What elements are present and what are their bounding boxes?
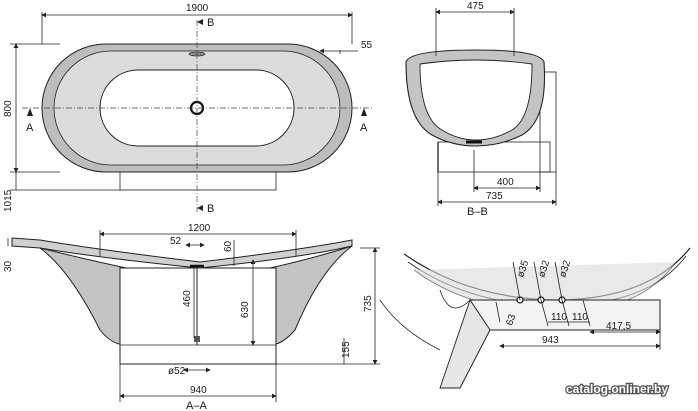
section-b-caption: B–B [467,206,488,218]
dim-section-b-top: 475 [467,1,484,12]
base-plinth [119,171,277,191]
dim-section-a-total-height: 735 [363,295,374,312]
dim-63: 63 [504,313,518,327]
section-a-caption: A–A [186,400,207,411]
dim-110a: 110 [551,312,567,323]
dim-hole-32a: ø32 [536,259,552,279]
dim-hole-32b: ø32 [557,259,573,279]
dim-drain-diameter: ø52 [168,366,186,377]
dim-rim-thickness: 30 [3,260,14,272]
section-a-shell-right [269,245,353,346]
dim-overall-width: 800 [3,100,14,117]
section-a-view: 1200 52 60 460 630 30 735 155 ø52 940 A–… [3,223,380,411]
section-b-view: 475 400 735 B–B [405,1,557,218]
section-b-top-label: B [207,17,214,29]
section-a-left-label: A [26,122,34,134]
iso-view: ø35 ø32 ø32 63 110 110 417,5 943 [379,247,691,389]
watermark: catalog.onliner.by [565,381,670,398]
dim-943: 943 [542,335,559,346]
dim-417: 417,5 [606,321,631,332]
section-a-support [119,267,277,365]
section-a-shell-left [39,247,127,346]
dim-section-a-inner-length: 1200 [188,223,211,234]
dim-drain-height: 60 [223,240,234,252]
section-a-right-label: A [360,122,368,134]
section-b-frame [437,141,551,173]
dim-section-b-total: 735 [486,191,503,202]
dim-depth-630: 630 [240,301,251,318]
section-b-wall [539,71,557,173]
section-b-bottom-label: B [207,203,214,215]
dim-depth-460: 460 [182,290,193,307]
dim-drain-offset: 52 [170,236,182,247]
section-b-basin [419,59,533,141]
top-view: B B A A 1900 55 800 1015 [3,3,373,215]
dim-overall-length: 1900 [186,3,209,14]
dim-base-length: 940 [190,385,207,396]
dim-hole-35: ø35 [515,259,531,279]
dim-section-b-inner: 400 [497,177,514,188]
watermark-text: catalog.onliner.by [566,382,668,396]
dim-base-height: 1015 [3,189,14,212]
dim-foot-height: 155 [341,341,352,358]
dim-rim-offset: 55 [361,40,373,51]
dim-110b: 110 [572,312,588,323]
